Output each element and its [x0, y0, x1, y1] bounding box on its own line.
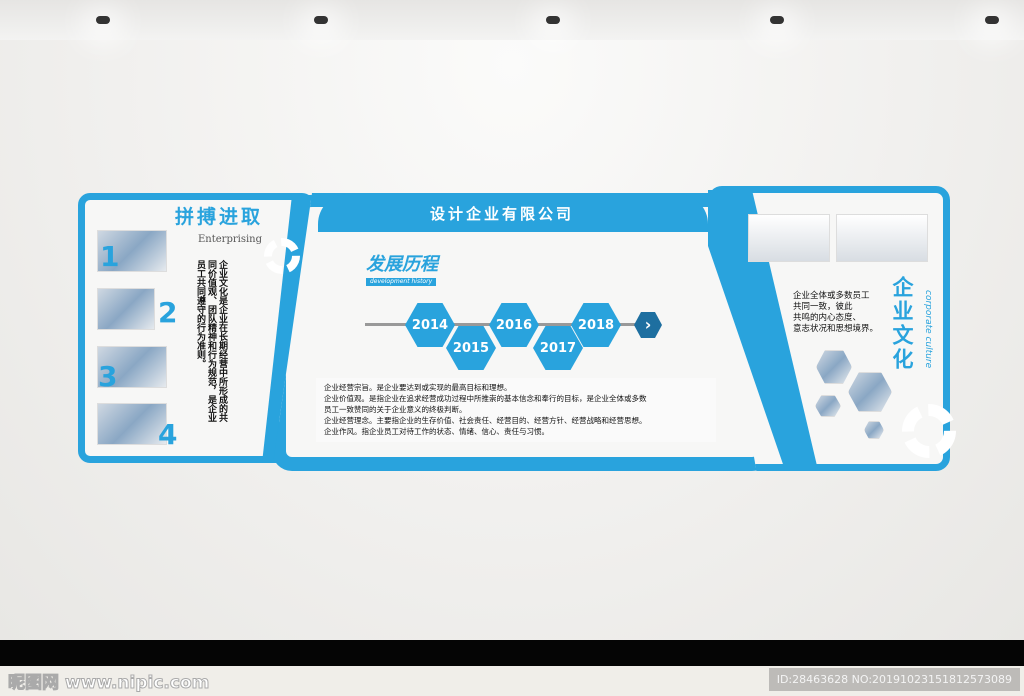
history-text: 企业经营宗旨。是企业要达到或实现的最高目标和理想。 企业价值观。是指企业在追求经… [316, 378, 716, 442]
spotlight [314, 16, 328, 24]
hex-photo [864, 421, 884, 439]
watermark-logo: 昵图网 www.nipic.com [7, 673, 210, 694]
image-id: ID:28463628 NO:20191023151812573089 [768, 668, 1020, 691]
text-line: 企业价值观。是指企业在追求经营成功过程中所推崇的基本信念和奉行的目标，是企业全体… [324, 394, 647, 403]
number-2: 2 [158, 296, 178, 329]
computer-photo [748, 214, 830, 262]
office-photo [97, 346, 167, 388]
culture-subtitle: corporate culture [923, 290, 933, 369]
number-3: 3 [98, 360, 118, 393]
number-4: 4 [158, 418, 178, 451]
spotlight [96, 16, 110, 24]
text-line: 共同一致，彼此 [793, 302, 853, 312]
history-title: 发展历程 [366, 254, 438, 275]
floor [0, 640, 1024, 666]
culture-title: 企业文化 [890, 276, 914, 372]
spotlight [985, 16, 999, 24]
text-line: 企业经营宗旨。是企业要达到或实现的最高目标和理想。 [324, 383, 512, 392]
gear-icon [264, 238, 300, 274]
year-hex: 2014 [405, 303, 455, 347]
text-line: 意志状况和思想境界。 [793, 324, 879, 334]
text-line: 企业作风。指企业员工对待工作的状态、情绪、信心、责任与习惯。 [324, 427, 549, 436]
year-hex: 2015 [446, 326, 496, 370]
history-subtitle: development history [366, 278, 437, 286]
text-line: 共鸣的内心态度、 [793, 313, 862, 323]
center-header [318, 194, 708, 232]
text-line: 企业全体或多数员工 [793, 291, 870, 301]
number-1: 1 [100, 240, 120, 273]
company-name: 设计企业有限公司 [430, 205, 575, 223]
office-photo [97, 403, 167, 445]
chevron-right-icon: › [634, 312, 662, 338]
spotlight [546, 16, 560, 24]
text-line: 员工一致赞同的关于企业意义的终极判断。 [324, 405, 467, 414]
left-body: 企业文化是企业在长期经营中所形成的共同价值观、团队精神和行为规范，是企业员工共同… [195, 260, 227, 422]
woman-photo [97, 288, 155, 330]
culture-text: 企业全体或多数员工 共同一致，彼此 共鸣的内心态度、 意志状况和思想境界。 [793, 291, 878, 335]
hex-photo [815, 395, 841, 417]
computer-photo [836, 214, 928, 262]
text-line: 企业经营理念。主要指企业的生存价值、社会责任、经营目的、经营方针、经营战略和经营… [324, 416, 647, 425]
office-photo [97, 230, 167, 272]
spotlight [770, 16, 784, 24]
ceiling [0, 0, 1024, 40]
left-subtitle: Enterprising [198, 234, 263, 245]
gear-icon [902, 404, 956, 458]
left-title: 拼搏进取 [175, 206, 264, 228]
